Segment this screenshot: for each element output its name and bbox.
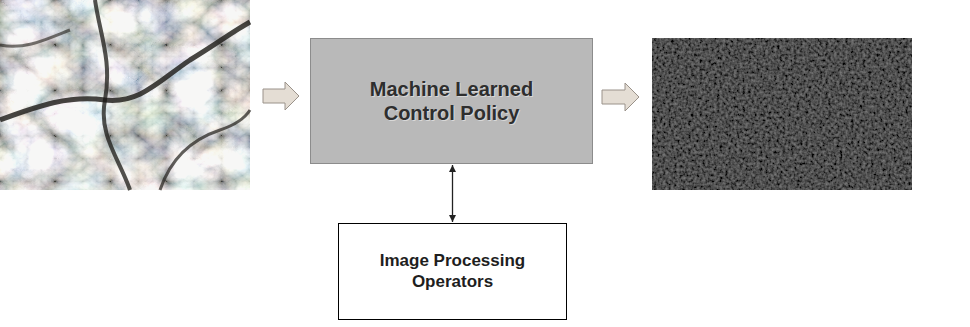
block-arrow — [263, 82, 299, 110]
rock-photo — [0, 0, 250, 190]
policy-box: Machine Learned Control Policy — [310, 38, 593, 164]
block-arrow — [602, 83, 639, 111]
connector-arrow — [452, 165, 453, 222]
segmented-output-image — [652, 38, 912, 190]
box-label: Machine Learned Control Policy — [352, 77, 552, 125]
operators-box: Image Processing Operators — [338, 223, 567, 320]
box-label: Image Processing Operators — [365, 251, 540, 292]
